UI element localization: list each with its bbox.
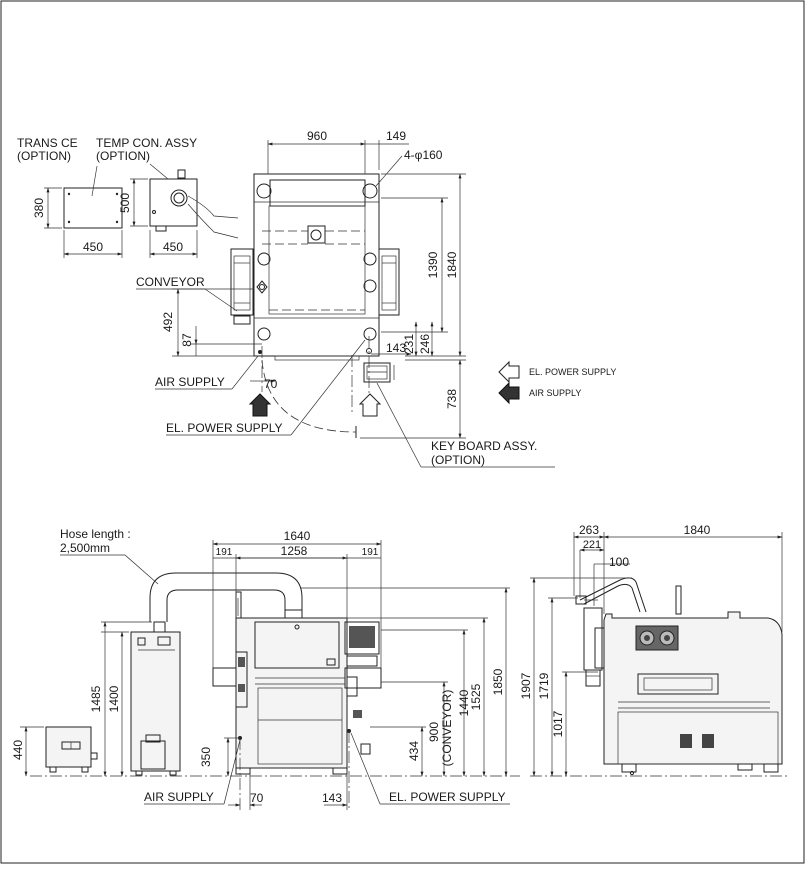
air-supply-arrow-icon: [248, 393, 272, 417]
dim-143-plan: 143: [386, 341, 406, 355]
dim-1907: 1907: [519, 672, 533, 699]
dim-1400: 1400: [107, 685, 121, 712]
machine-front: [212, 591, 382, 775]
temp-con-front: [101, 572, 303, 777]
temp-con-option-label: (OPTION): [96, 149, 150, 163]
side-view: 263 1840 221 100 1907 1719 1017: [519, 523, 790, 777]
legend-power-icon: [498, 360, 520, 384]
trans-ce-option-label: (OPTION): [17, 149, 71, 163]
dim-191-left: 191: [216, 547, 233, 558]
dim-440: 440: [11, 740, 25, 760]
power-supply-label-plan: EL. POWER SUPPLY: [166, 421, 282, 435]
trans-ce-unit: [44, 165, 123, 258]
dim-1840-plan: 1840: [445, 251, 459, 278]
dim-1440: 1440: [457, 689, 471, 716]
keyboard-option-label: (OPTION): [431, 453, 485, 467]
dim-1390: 1390: [426, 251, 440, 278]
dim-191-right: 191: [362, 547, 379, 558]
dim-738: 738: [445, 389, 459, 409]
conveyor-height-label: (CONVEYOR): [440, 690, 454, 767]
dim-143-front: 143: [322, 791, 342, 805]
dim-100: 100: [609, 555, 629, 569]
dim-263: 263: [579, 523, 599, 537]
dim-960: 960: [307, 129, 327, 143]
dim-1840-side: 1840: [684, 523, 711, 537]
trans-ce-label: TRANS CE: [17, 136, 78, 150]
hose-length-label: 2,500mm: [60, 541, 110, 555]
dim-900: 900: [427, 722, 441, 742]
dim-1719: 1719: [537, 672, 551, 699]
dim-1525: 1525: [469, 683, 483, 710]
air-supply-label-plan: AIR SUPPLY: [155, 375, 225, 389]
hose-label: Hose length :: [60, 527, 131, 541]
legend-air-icon: [498, 381, 520, 405]
dim-149: 149: [386, 129, 406, 143]
keyboard-label: KEY BOARD ASSY.: [431, 439, 537, 453]
dim-1640: 1640: [284, 529, 311, 543]
trans-ce-front: [20, 726, 98, 777]
dim-450-tempcon: 450: [163, 240, 183, 254]
plan-view: TRANS CE (OPTION) 380 450 TEMP CON. ASSY…: [17, 129, 616, 468]
power-supply-label-front: EL. POWER SUPPLY: [389, 790, 505, 804]
legend-air-label: AIR SUPPLY: [529, 388, 581, 398]
dim-1258: 1258: [281, 544, 308, 558]
temp-con-unit: [130, 163, 239, 258]
dim-450-trans: 450: [83, 240, 103, 254]
dim-380: 380: [32, 198, 46, 218]
dim-4-phi-160: 4-φ160: [404, 148, 443, 162]
machine-side: [575, 577, 783, 776]
dim-434: 434: [407, 741, 421, 761]
dim-1017: 1017: [551, 710, 565, 737]
dim-246: 246: [418, 334, 432, 354]
legend-power-label: EL. POWER SUPPLY: [529, 367, 616, 377]
dim-70-plan: 70: [264, 377, 278, 391]
dim-492: 492: [161, 312, 175, 332]
temp-con-label: TEMP CON. ASSY: [96, 136, 197, 150]
dim-500: 500: [118, 193, 132, 213]
dim-221: 221: [583, 539, 601, 551]
dim-1485: 1485: [89, 685, 103, 712]
supply-legend: EL. POWER SUPPLY AIR SUPPLY: [498, 360, 616, 405]
power-supply-arrow-icon: [358, 393, 382, 417]
dim-1850: 1850: [491, 668, 505, 695]
conveyor-label: CONVEYOR: [136, 275, 205, 289]
air-supply-label-front: AIR SUPPLY: [144, 790, 214, 804]
machine-plan: [230, 173, 400, 438]
dim-350: 350: [199, 747, 213, 767]
dim-231: 231: [402, 334, 416, 354]
dim-87: 87: [180, 333, 194, 347]
front-view: 440 1485 1400 Hose length : 2,500mm: [11, 527, 520, 810]
dim-70-front: 70: [250, 791, 264, 805]
